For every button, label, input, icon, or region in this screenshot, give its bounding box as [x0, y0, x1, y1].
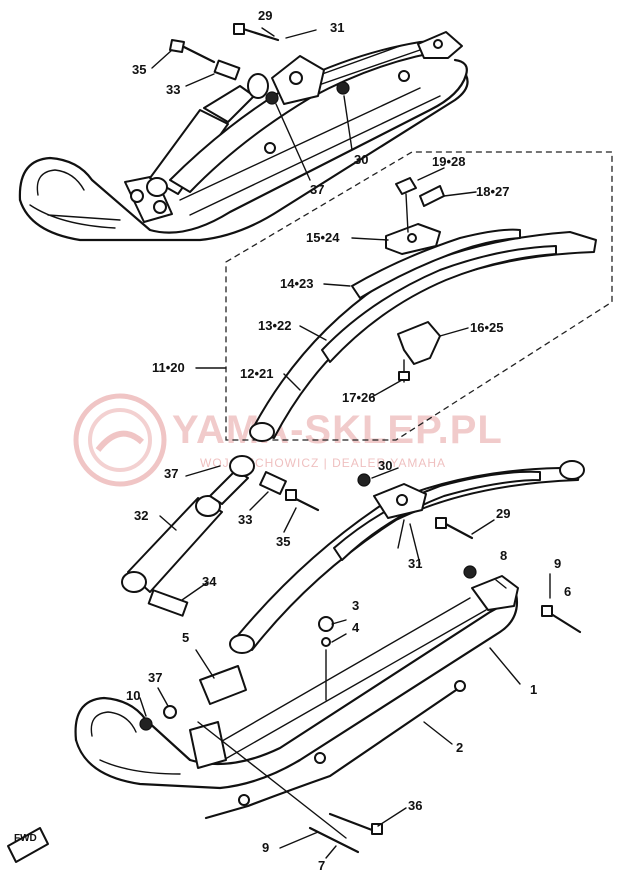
callout-33: 33	[166, 82, 181, 97]
callout-35: 35	[132, 62, 147, 77]
callout-1: 1	[530, 682, 538, 697]
callout-17-26: 17•26	[342, 390, 376, 405]
callout-31: 31	[330, 20, 345, 35]
callout-8: 8	[500, 548, 508, 563]
callout-2: 2	[456, 740, 464, 755]
fwd-badge: FWD	[14, 833, 37, 844]
callout-11-20: 11•20	[152, 360, 185, 375]
callout-19-28: 19•28	[432, 154, 466, 169]
callout-32: 32	[134, 508, 149, 523]
callout-14-23: 14•23	[280, 276, 314, 291]
callout-12-21: 12•21	[240, 366, 274, 381]
callout-16-25: 16•25	[470, 320, 504, 335]
callout-7: 7	[318, 858, 326, 873]
callout-34: 34	[202, 574, 217, 589]
callout-37: 37	[310, 182, 325, 197]
callout-6: 6	[564, 584, 572, 599]
upper-ski-assembly	[18, 23, 469, 242]
callout-37-ski: 37	[148, 670, 163, 685]
callout-10: 10	[126, 688, 141, 703]
callout-13-22: 13•22	[258, 318, 292, 333]
fwd-arrow-icon	[7, 827, 49, 863]
callout-18-27: 18•27	[476, 184, 510, 199]
callout-5: 5	[182, 630, 190, 645]
callout-3: 3	[352, 598, 360, 613]
lower-ski	[74, 565, 582, 859]
lower-leaf-spring	[229, 460, 585, 654]
callout-35-lower: 35	[276, 534, 291, 549]
callout-31-lower: 31	[408, 556, 423, 571]
lower-shock-absorber	[121, 455, 320, 617]
watermark-text: YAMA-SKLEP.PL	[172, 408, 503, 452]
callout-30-lower: 30	[378, 458, 393, 473]
callout-29-lower: 29	[496, 506, 511, 521]
watermark-subtext: WOJ. ŁĘCHOWICZ | DEALER YAMAHA	[200, 456, 447, 470]
callout-9: 9	[554, 556, 562, 571]
callout-4: 4	[352, 620, 360, 635]
callout-15-24: 15•24	[306, 230, 340, 245]
callout-9-lower: 9	[262, 840, 270, 855]
leaf-spring-exploded-group	[195, 151, 613, 442]
callout-37-lower: 37	[164, 466, 179, 481]
callout-29: 29	[258, 8, 273, 23]
callout-30: 30	[354, 152, 369, 167]
yamaha-tuning-fork-logo-icon	[73, 393, 167, 487]
callout-33-lower: 33	[238, 512, 253, 527]
callout-36: 36	[408, 798, 423, 813]
